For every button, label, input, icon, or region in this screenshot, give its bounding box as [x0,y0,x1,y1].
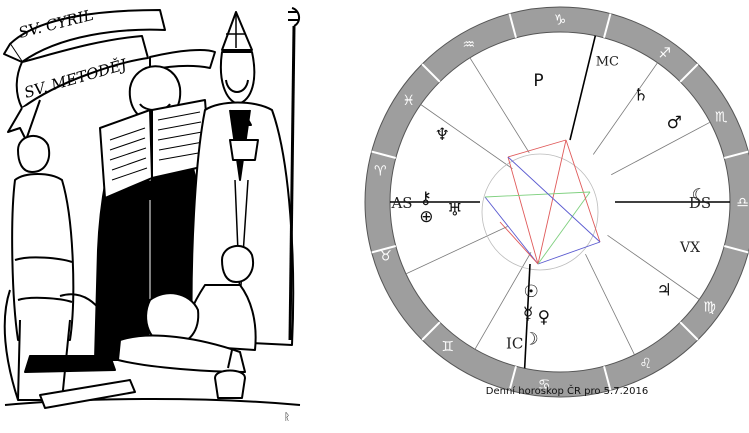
planet-sun-glyph: ☉ [523,282,538,302]
imum-coeli-label: IC [506,334,523,352]
aspect-line [507,156,539,265]
zodiac-virgo-glyph: ♍ [703,300,716,316]
aspect-circle [481,153,599,271]
zodiac-gemini-glyph: ♊ [441,339,454,355]
kneeling-figures-right [117,245,257,399]
sign-divider [603,365,612,391]
zodiac-aquarius-glyph: ♒ [462,37,475,53]
planet-fortune-glyph: ⊕ [419,207,433,227]
planet-mars-glyph: ♂ [667,113,682,133]
bishop-figure [190,7,300,346]
kneeling-figures-left [3,135,116,401]
aspect-line [484,196,539,265]
planet-uranus-glyph: ♅ [447,200,462,220]
ascendant-label: AS [390,194,412,212]
vertex-label: VX [679,240,700,256]
aspect-line [537,191,591,265]
sign-divider [508,365,517,391]
house-cusp-line [474,252,532,350]
sign-divider [603,13,612,39]
ground-line [4,397,301,406]
house-cusp-line [420,104,513,170]
zodiac-pisces-glyph: ♓ [402,93,415,109]
mc-axis [569,35,597,141]
zodiac-aries-glyph: ♈ [374,163,387,179]
house-cusp-line [469,57,530,154]
sign-divider [371,245,397,254]
planet-saturn-glyph: ♄ [633,86,648,106]
aspect-line [507,139,567,158]
ic-axis [523,263,531,369]
banner-scroll: SV. CYRIL SV. METODĚJ [3,6,216,141]
saints-illustration: SV. CYRIL SV. METODĚJ [3,6,301,423]
aspect-line [537,139,567,265]
sign-divider [723,150,749,159]
chart-caption: Denní horoskop ČR pro 5.7.2016 [485,386,649,397]
zodiac-scorpio-glyph: ♏ [715,109,728,125]
house-cusp-line [405,226,508,275]
house-cusp-line [611,121,711,176]
house-cusp-line [607,234,700,300]
zodiac-cancer-glyph: ♋ [538,377,551,393]
planet-mercury-glyph: ☿ [523,304,533,324]
zodiac-capricorn-glyph: ♑ [554,13,567,29]
sign-divider [421,321,441,341]
horoscope-wheel: ♑ ♒ ♓ ♈ ♉ ♊ ♋ ♌ ♍ ♎ ♏ ♐ P ♄ ♂ ☾ ♃ ☉☿♀☽ ♆ ⊕⚷ ♅ AS DS MC IC VX [364,6,749,398]
signature-mark: ᚱ [284,412,290,423]
sign-divider [679,63,699,83]
zodiac-taurus-glyph: ♉ [379,248,392,264]
sign-divider [371,150,397,159]
aspect-line [537,241,601,265]
zodiac-leo-glyph: ♌ [639,356,652,372]
zodiac-libra-glyph: ♎ [736,195,749,211]
midheaven-label: MC [596,55,619,70]
sign-divider [679,321,699,341]
house-cusp-line [592,62,658,155]
sign-divider [723,245,749,254]
planet-chiron-glyph: ⚷ [420,188,432,208]
planet-venus-glyph: ♀ [538,307,550,327]
sign-divider [508,13,517,39]
house-cusp-line [585,253,635,355]
planet-moon-south-node-glyph: ☽ [523,329,538,349]
planet-pluto-glyph: P [533,71,543,91]
sign-divider [421,63,441,83]
planet-jupiter-glyph: ♃ [657,280,672,300]
aspect-line [484,191,591,198]
aspect-line [499,221,539,265]
aspect-line [507,156,601,243]
aspect-line [565,139,601,243]
zodiac-sagittarius-glyph: ♐ [658,46,671,62]
descendant-label: DS [689,194,711,212]
planet-neptune-glyph: ♆ [435,125,450,145]
planet-moon-glyph: ☾ [692,186,707,206]
